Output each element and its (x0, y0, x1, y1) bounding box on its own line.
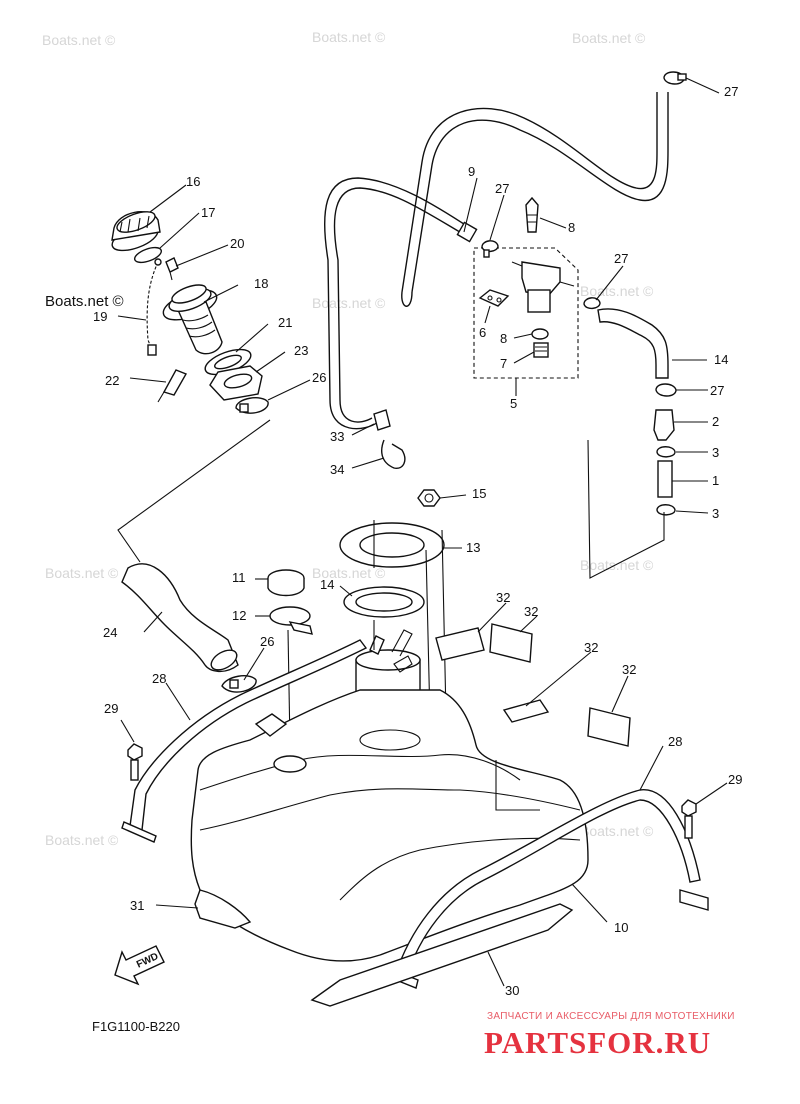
callout-22: 21 (278, 315, 292, 330)
callout-21: 20 (230, 236, 244, 251)
fuel-tank-11 (190, 689, 589, 962)
filler-hose-25 (121, 563, 257, 693)
callout-34: 34 (330, 462, 344, 477)
callout-27: 27 (724, 84, 738, 99)
callout-28: 28 (152, 671, 166, 686)
watermark: Boats.net © (42, 32, 116, 48)
callout-24: 23 (294, 343, 308, 358)
callout-15: 14 (320, 577, 334, 592)
callout-26: 26 (260, 634, 274, 649)
callout-3: 3 (712, 506, 719, 521)
callout-5: 5 (510, 396, 517, 411)
diagram-code: F1G1100-B220 (92, 1019, 180, 1034)
watermark: Boats.net © (580, 557, 654, 573)
callout-20: 19 (93, 309, 107, 324)
callout-29: 29 (728, 772, 742, 787)
watermark: Boats.net © (572, 30, 646, 46)
mats-30-31 (194, 889, 574, 1007)
leader-lines (117, 77, 728, 987)
callout-2: 2 (712, 414, 719, 429)
callout-25: 24 (103, 625, 117, 640)
callout-13: 12 (232, 608, 246, 623)
watermark: Boats.net © (312, 29, 386, 45)
callout-numbers: 16 17 20 18 19 21 23 22 26 9 27 8 27 27 … (93, 84, 742, 998)
callout-14: 13 (466, 540, 480, 555)
watermark: Boats.net © (45, 832, 119, 848)
callout-18: 17 (201, 205, 215, 220)
callout-27: 27 (710, 383, 724, 398)
callout-23: 22 (105, 373, 119, 388)
pads-32 (435, 623, 631, 747)
callout-4: 14 (714, 352, 728, 367)
watermark: Boats.net © (312, 565, 386, 581)
callout-8: 8 (500, 331, 507, 346)
callout-16: 15 (472, 486, 486, 501)
brand-logo: PARTSFOR.RU (484, 1025, 711, 1060)
watermark: Boats.net © (312, 295, 386, 311)
callout-27: 27 (495, 181, 509, 196)
clip-33-band-34 (373, 409, 406, 469)
callout-30: 30 (505, 983, 519, 998)
callout-32: 32 (584, 640, 598, 655)
callout-3: 3 (712, 445, 719, 460)
callout-31: 31 (130, 898, 144, 913)
callout-1: 1 (712, 473, 719, 488)
callout-11: 10 (614, 920, 628, 935)
callout-27: 27 (614, 251, 628, 266)
callout-33: 33 (330, 429, 344, 444)
watermark: Boats.net © (580, 823, 654, 839)
callout-32: 32 (524, 604, 538, 619)
callout-32: 32 (622, 662, 636, 677)
callout-6: 6 (479, 325, 486, 340)
callout-28: 28 (668, 734, 682, 749)
callout-9: 8 (568, 220, 575, 235)
fwd-arrow: FWD (114, 945, 165, 986)
brand-tagline: ЗАПЧАСТИ И АКСЕССУАРЫ ДЛЯ МОТОТЕХНИКИ (487, 1011, 735, 1022)
callout-19: 18 (254, 276, 268, 291)
watermark: Boats.net © (45, 565, 119, 581)
callout-26: 26 (312, 370, 326, 385)
filler-assembly (111, 211, 269, 414)
hose-4-and-fittings (587, 71, 687, 579)
fuel-hose-10 (323, 92, 669, 430)
watermark: Boats.net © (580, 283, 654, 299)
brand-footer: ЗАПЧАСТИ И АКСЕССУАРЫ ДЛЯ МОТОТЕХНИКИ PA… (484, 1011, 735, 1060)
callout-29: 29 (104, 701, 118, 716)
callout-12: 11 (232, 570, 246, 585)
callout-32: 32 (496, 590, 510, 605)
callout-17: 16 (186, 174, 200, 189)
callout-7: 7 (500, 356, 507, 371)
watermark-dark: Boats.net © (45, 293, 124, 310)
fuel-filter-assembly-5 (473, 196, 601, 379)
callout-10: 9 (468, 164, 475, 179)
